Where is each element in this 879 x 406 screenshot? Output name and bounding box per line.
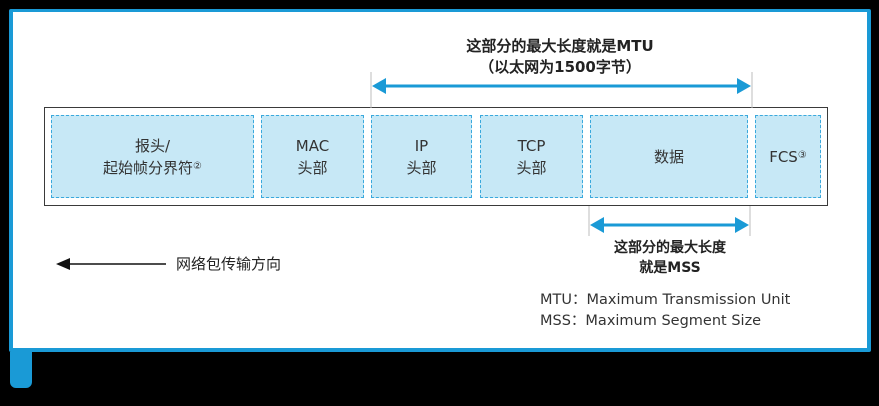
mtu-arrowhead-left bbox=[372, 78, 386, 94]
legend-mtu-sep: ： bbox=[571, 292, 587, 308]
mtu-note-line1: 这部分的最大长度就是MTU bbox=[466, 37, 654, 55]
legend-mss-abbr: MSS bbox=[540, 313, 571, 329]
legend-mtu: MTU：Maximum Transmission Unit bbox=[540, 290, 790, 310]
field-fcs-line1-wrap: FCS③ bbox=[769, 146, 807, 168]
field-header: 报头/ 起始帧分界符② bbox=[51, 115, 254, 198]
mss-note-line1: 这部分的最大长度 bbox=[614, 240, 726, 256]
mss-arrowhead-right bbox=[735, 217, 749, 233]
field-tcp: TCP 头部 bbox=[480, 115, 583, 198]
field-header-line2-wrap: 起始帧分界符② bbox=[103, 157, 202, 179]
mtu-arrowhead-right bbox=[737, 78, 751, 94]
legend-mss-full: Maximum Segment Size bbox=[585, 313, 762, 329]
field-mac-line2: 头部 bbox=[297, 158, 328, 177]
field-header-footnote: ② bbox=[193, 160, 202, 172]
field-ip: IP 头部 bbox=[371, 115, 472, 198]
direction-label: 网络包传输方向 bbox=[176, 255, 282, 273]
field-header-line2: 起始帧分界符 bbox=[103, 158, 194, 177]
legend-mss-sep: ： bbox=[570, 313, 586, 329]
field-fcs: FCS③ bbox=[755, 115, 821, 198]
field-ip-line1: IP bbox=[414, 136, 429, 155]
field-tcp-line2: 头部 bbox=[516, 158, 547, 177]
mtu-note-line2: （以太网为1500字节） bbox=[479, 58, 641, 76]
direction-arrowhead bbox=[56, 258, 70, 270]
field-fcs-footnote: ③ bbox=[797, 149, 807, 161]
field-tcp-line1: TCP bbox=[517, 136, 546, 155]
legend-mtu-abbr: MTU bbox=[540, 292, 572, 308]
mss-note-line2: 就是MSS bbox=[639, 260, 701, 276]
frame-corner-tab bbox=[10, 352, 32, 388]
field-mac: MAC 头部 bbox=[261, 115, 364, 198]
field-data-line1: 数据 bbox=[653, 147, 684, 166]
field-mac-line1: MAC bbox=[295, 136, 330, 155]
mtu-note: 这部分的最大长度就是MTU （以太网为1500字节） bbox=[380, 36, 740, 78]
legend-mss: MSS：Maximum Segment Size bbox=[540, 311, 761, 331]
legend-mtu-full: Maximum Transmission Unit bbox=[586, 292, 791, 308]
mss-arrowhead-left bbox=[590, 217, 604, 233]
field-data: 数据 bbox=[590, 115, 748, 198]
mss-note: 这部分的最大长度 就是MSS bbox=[560, 238, 780, 278]
field-fcs-line1: FCS bbox=[769, 147, 798, 166]
field-ip-line2: 头部 bbox=[406, 158, 437, 177]
field-header-line1: 报头/ bbox=[134, 136, 171, 155]
